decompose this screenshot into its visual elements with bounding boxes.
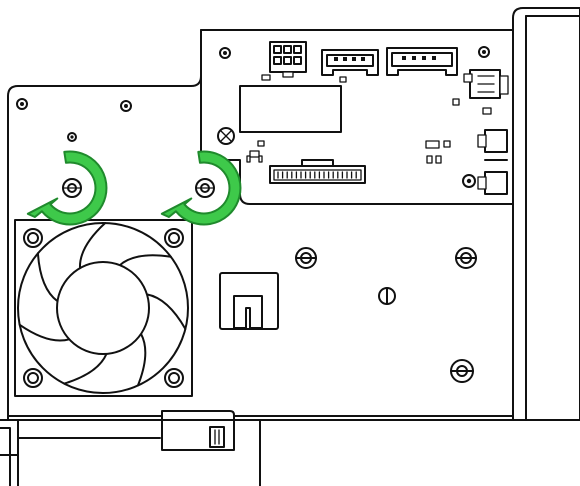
- chassis-mounting-holes: [16, 98, 132, 142]
- rotate-arrow-shape: [160, 150, 242, 226]
- rotate-arrow-right-icon: [160, 150, 242, 226]
- fan-blade: [18, 323, 71, 342]
- fan-blade: [136, 332, 147, 387]
- fan-blade: [63, 352, 108, 385]
- bottom-latch: [161, 410, 235, 451]
- bottom-base: [0, 419, 261, 486]
- pcb-edge-components: [477, 129, 508, 195]
- ribbon-connector: [269, 159, 366, 184]
- header-connector-right: [386, 47, 458, 76]
- rotate-arrow-left-icon: [26, 150, 108, 226]
- side-connector: [452, 69, 509, 115]
- fan-blades: [18, 222, 187, 387]
- cooling-fan: [14, 219, 193, 397]
- fan-blade: [78, 222, 107, 270]
- pcb-label-area: [239, 85, 342, 133]
- pcb-small-components: [246, 140, 451, 164]
- fan-blade: [36, 252, 59, 303]
- fan-bracket-screws: [62, 178, 215, 198]
- screw-d: [450, 359, 474, 383]
- pcb-screw: [217, 127, 235, 145]
- header-connector-left: [321, 49, 379, 83]
- screw-a: [295, 247, 317, 269]
- screw-c: [378, 287, 396, 305]
- side-housing-panel: [512, 7, 580, 421]
- fan-blade: [118, 254, 172, 267]
- keyed-cutout: [219, 272, 279, 330]
- pcb-mounting-holes: [219, 46, 490, 188]
- chassis-screws: [295, 247, 477, 383]
- fan-screw-left: [62, 178, 82, 198]
- fan-screw-right: [195, 178, 215, 198]
- fan-corner-holes: [23, 228, 184, 388]
- screw-b: [455, 247, 477, 269]
- fan-blade: [145, 293, 187, 330]
- power-connector: [261, 41, 307, 81]
- rotate-arrow-shape: [26, 150, 108, 226]
